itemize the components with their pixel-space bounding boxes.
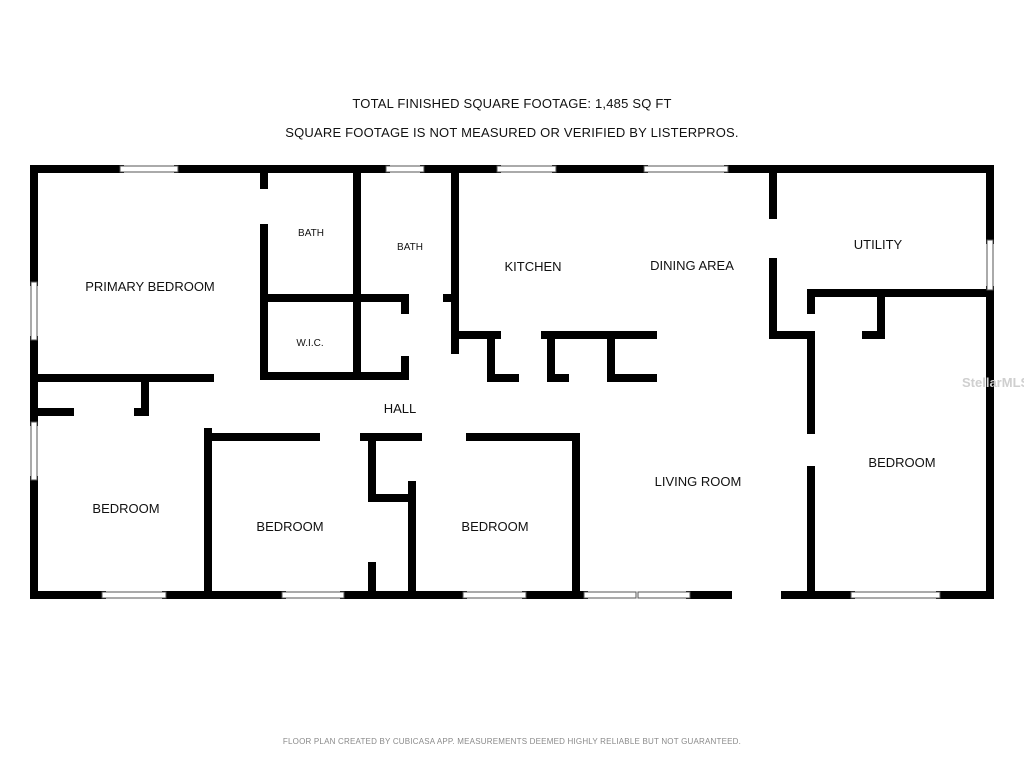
- watermark-logo: StellarMLS: [962, 375, 1024, 390]
- room-label-living-room: LIVING ROOM: [655, 474, 742, 489]
- total-square-footage: TOTAL FINISHED SQUARE FOOTAGE: 1,485 SQ …: [352, 96, 672, 111]
- window: [30, 281, 38, 341]
- room-label-bath-2: BATH: [397, 242, 423, 253]
- window: [101, 591, 167, 599]
- room-label-bedroom-3: BEDROOM: [461, 519, 528, 534]
- room-label-dining-area: DINING AREA: [650, 258, 734, 273]
- footer-disclaimer: FLOOR PLAN CREATED BY CUBICASA APP. MEAS…: [282, 737, 742, 746]
- room-label-bedroom-sw: BEDROOM: [92, 501, 159, 516]
- room-label-wic: W.I.C.: [296, 338, 323, 349]
- window: [986, 239, 994, 291]
- window: [385, 165, 425, 173]
- window: [850, 591, 941, 599]
- window: [462, 591, 527, 599]
- room-label-hall: HALL: [384, 401, 417, 416]
- room-label-bedroom-2: BEDROOM: [256, 519, 323, 534]
- window: [643, 165, 729, 173]
- window: [281, 591, 345, 599]
- square-footage-disclaimer: SQUARE FOOTAGE IS NOT MEASURED OR VERIFI…: [285, 125, 739, 140]
- window: [30, 421, 38, 481]
- room-label-utility: UTILITY: [854, 237, 903, 252]
- room-label-bedroom-east: BEDROOM: [868, 455, 935, 470]
- walls: [30, 165, 994, 599]
- window: [637, 591, 691, 599]
- room-label-bath-1: BATH: [298, 228, 324, 239]
- window: [496, 165, 557, 173]
- room-label-primary-bedroom: PRIMARY BEDROOM: [85, 279, 215, 294]
- room-label-kitchen: KITCHEN: [504, 259, 561, 274]
- window: [119, 165, 179, 173]
- window: [583, 591, 637, 599]
- windows: [30, 165, 994, 599]
